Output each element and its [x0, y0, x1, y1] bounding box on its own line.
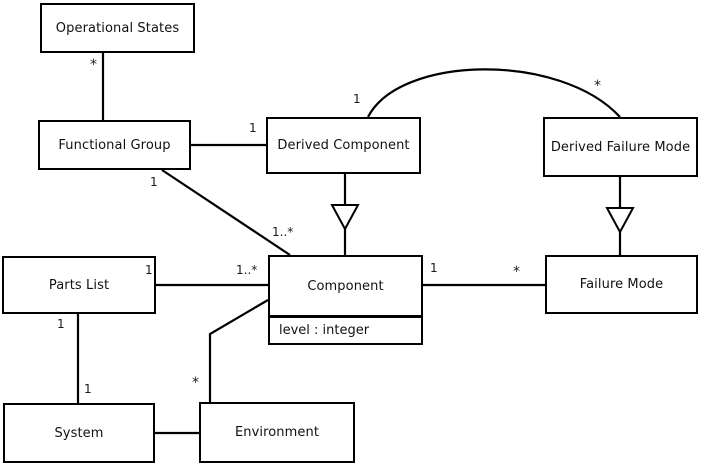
- class-box-environment[interactable]: Environment: [199, 402, 355, 463]
- multiplicity-operational-states-functional-group: *: [90, 57, 97, 73]
- multiplicity-parts-list-system-source: 1: [57, 317, 65, 331]
- class-box-component[interactable]: Component level : integer: [268, 255, 423, 345]
- connector-functional-group-component: [161, 169, 291, 256]
- class-name-environment: Environment: [234, 425, 320, 440]
- multiplicity-functional-group-derived-component: 1: [249, 121, 257, 135]
- multiplicity-parts-list-system-target: 1: [84, 382, 92, 396]
- class-box-operational-states[interactable]: Operational States: [40, 3, 195, 53]
- generalization-triangle-derived-component: [330, 204, 360, 232]
- connector-environment-component: [208, 299, 269, 402]
- multiplicity-functional-group-component-target: 1..*: [272, 225, 294, 239]
- class-box-parts-list[interactable]: Parts List: [2, 256, 156, 314]
- class-name-system: System: [54, 425, 104, 441]
- class-name-functional-group: Functional Group: [58, 137, 171, 153]
- multiplicity-component-failure-mode-target: *: [513, 264, 520, 280]
- class-name-derived-failure-mode: Derived Failure Mode: [550, 139, 691, 155]
- class-name-derived-component: Derived Component: [277, 138, 410, 153]
- multiplicity-derived-failure-mode-curve-target: *: [594, 78, 601, 94]
- class-box-failure-mode[interactable]: Failure Mode: [545, 255, 698, 314]
- class-name-operational-states: Operational States: [55, 20, 180, 36]
- class-name-failure-mode: Failure Mode: [579, 277, 664, 292]
- multiplicity-parts-list-component-target: 1..*: [236, 263, 258, 277]
- class-box-derived-failure-mode[interactable]: Derived Failure Mode: [543, 117, 698, 177]
- multiplicity-parts-list-component-source: 1: [145, 263, 153, 277]
- class-name-parts-list: Parts List: [48, 277, 110, 293]
- class-box-derived-component[interactable]: Derived Component: [266, 117, 421, 174]
- multiplicity-derived-component-curve-source: 1: [353, 92, 361, 106]
- class-box-functional-group[interactable]: Functional Group: [38, 120, 191, 170]
- multiplicity-environment-component: *: [192, 375, 199, 391]
- multiplicity-functional-group-component-source: 1: [150, 175, 158, 189]
- connector-derived-component-derived-failure-mode: [367, 68, 621, 118]
- class-attribute-component-level: level : integer: [270, 315, 421, 343]
- generalization-triangle-derived-failure-mode: [605, 207, 635, 235]
- class-name-component: Component: [307, 278, 384, 294]
- class-box-system[interactable]: System: [3, 403, 155, 463]
- multiplicity-component-failure-mode-source: 1: [430, 261, 438, 275]
